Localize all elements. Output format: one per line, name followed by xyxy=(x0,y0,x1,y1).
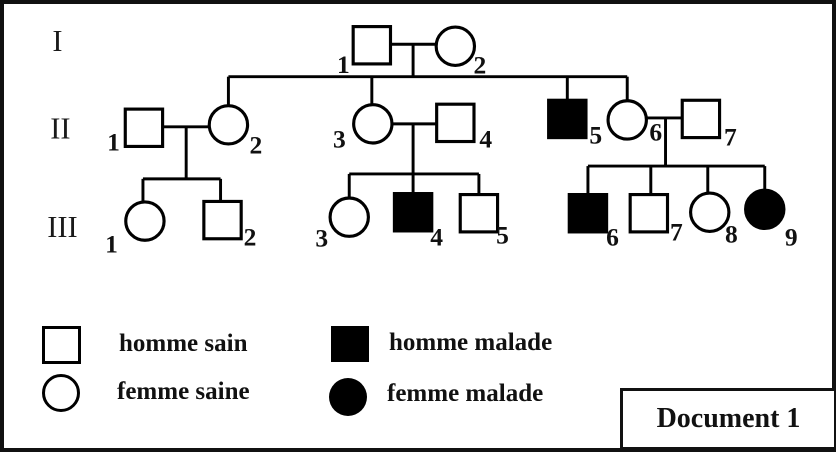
person-label-II-7: 7 xyxy=(724,122,737,151)
person-label-III-1: 1 xyxy=(105,230,118,259)
person-label-II-3: 3 xyxy=(333,124,346,153)
document-caption: Document 1 xyxy=(656,403,801,434)
person-III-7 xyxy=(628,192,670,234)
person-II-6 xyxy=(606,99,648,141)
person-II-3 xyxy=(352,103,394,145)
legend-label-femme-saine: femme saine xyxy=(117,378,250,405)
open-square-icon xyxy=(42,326,81,364)
person-label-III-8: 8 xyxy=(725,220,738,249)
person-II-7 xyxy=(680,98,722,140)
person-II-5 xyxy=(547,98,588,140)
filled-circle-icon xyxy=(329,378,367,416)
person-label-II-5: 5 xyxy=(589,120,602,149)
person-III-3 xyxy=(328,196,370,238)
person-label-II-2: 2 xyxy=(250,130,263,159)
person-label-II-1: 1 xyxy=(107,127,120,156)
person-label-III-3: 3 xyxy=(315,224,328,253)
person-III-6 xyxy=(567,192,609,234)
generation-label-II: II xyxy=(50,112,70,146)
person-label-I-2: 2 xyxy=(474,51,487,80)
filled-square-icon xyxy=(331,326,369,362)
generation-label-I: I xyxy=(52,24,62,58)
person-label-II-4: 4 xyxy=(479,124,492,153)
person-label-III-2: 2 xyxy=(244,223,257,252)
person-label-III-5: 5 xyxy=(496,221,509,250)
person-I-1 xyxy=(351,25,393,66)
person-II-2 xyxy=(207,104,250,146)
person-I-2 xyxy=(434,25,477,67)
person-II-4 xyxy=(435,102,476,144)
person-label-III-9: 9 xyxy=(785,223,798,252)
legend-label-homme-sain: homme sain xyxy=(119,330,248,357)
person-label-III-4: 4 xyxy=(430,223,443,252)
legend-label-femme-malade: femme malade xyxy=(387,380,544,407)
person-label-III-7: 7 xyxy=(670,218,683,247)
person-III-2 xyxy=(202,199,243,241)
document-caption-box: Document 1 xyxy=(620,388,836,450)
person-III-4 xyxy=(392,192,434,233)
person-II-1 xyxy=(123,107,165,149)
person-III-1 xyxy=(124,200,166,242)
legend-label-homme-malade: homme malade xyxy=(389,329,553,356)
person-label-I-1: 1 xyxy=(337,50,350,79)
open-circle-icon xyxy=(42,374,80,412)
person-III-5 xyxy=(458,192,500,234)
person-label-II-6: 6 xyxy=(649,118,662,147)
generation-label-III: III xyxy=(47,210,77,244)
person-III-9 xyxy=(744,188,786,231)
person-label-III-6: 6 xyxy=(606,223,619,252)
person-III-8 xyxy=(689,191,731,233)
